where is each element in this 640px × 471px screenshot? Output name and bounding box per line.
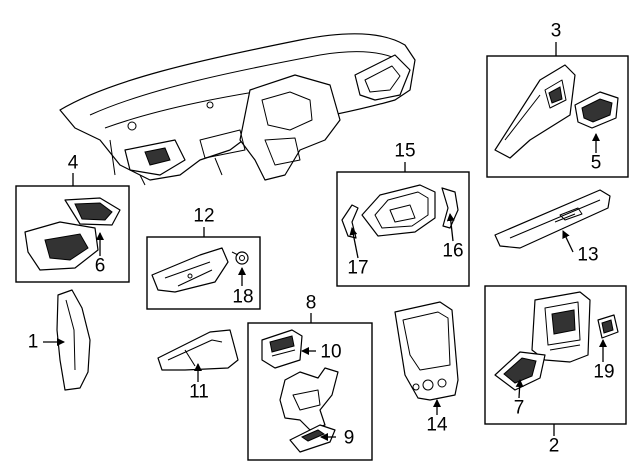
callout-15: 15 — [394, 141, 415, 162]
part-4-vent-assembly — [24, 197, 121, 271]
callout-3: 3 — [551, 21, 562, 42]
callout-labels: 3 5 4 6 1 15 17 16 12 18 13 8 10 11 9 14… — [28, 21, 615, 457]
part-2-center-stack — [531, 291, 591, 363]
callout-17: 17 — [347, 258, 368, 279]
group-box-3 — [486, 55, 629, 178]
part-17-bezel-trim-left — [341, 204, 359, 239]
group-box-15 — [336, 171, 470, 287]
part-5-air-vent — [574, 91, 619, 129]
part-13-dash-trim — [494, 189, 611, 249]
callout-2: 2 — [549, 436, 560, 457]
callout-8: 8 — [306, 293, 317, 314]
callout-14: 14 — [426, 415, 448, 436]
part-9-cover — [289, 424, 336, 453]
leader-lines — [43, 42, 607, 441]
callout-1: 1 — [28, 332, 39, 353]
callout-12: 12 — [193, 206, 214, 227]
group-box-2 — [484, 285, 627, 425]
callout-7: 7 — [514, 398, 525, 419]
part-15-cluster-bezel — [361, 184, 436, 237]
callout-19: 19 — [593, 362, 614, 383]
callout-5: 5 — [591, 153, 602, 174]
part-3-side-vent-panel — [494, 64, 576, 159]
part-12-trim-panel — [151, 247, 229, 293]
part-18-clip — [231, 251, 249, 265]
callout-4: 4 — [68, 153, 79, 174]
callout-10: 10 — [320, 342, 341, 363]
callout-16: 16 — [442, 241, 463, 262]
group-box-8 — [247, 322, 373, 461]
callout-18: 18 — [232, 287, 253, 308]
part-19-switch — [597, 314, 619, 339]
part-7-vent — [494, 351, 546, 391]
part-16-bezel-trim-right — [441, 187, 459, 229]
callout-9: 9 — [344, 428, 355, 449]
instrument-panel — [59, 33, 416, 186]
callout-11: 11 — [189, 382, 209, 403]
part-14-center-bezel — [394, 301, 459, 401]
part-1-side-cover — [56, 289, 91, 391]
part-10-switch-panel — [261, 329, 303, 369]
part-8-center-stack-trim — [279, 367, 339, 431]
part-11-console-trim — [157, 329, 239, 371]
callout-6: 6 — [95, 256, 106, 277]
callout-13: 13 — [577, 245, 598, 266]
